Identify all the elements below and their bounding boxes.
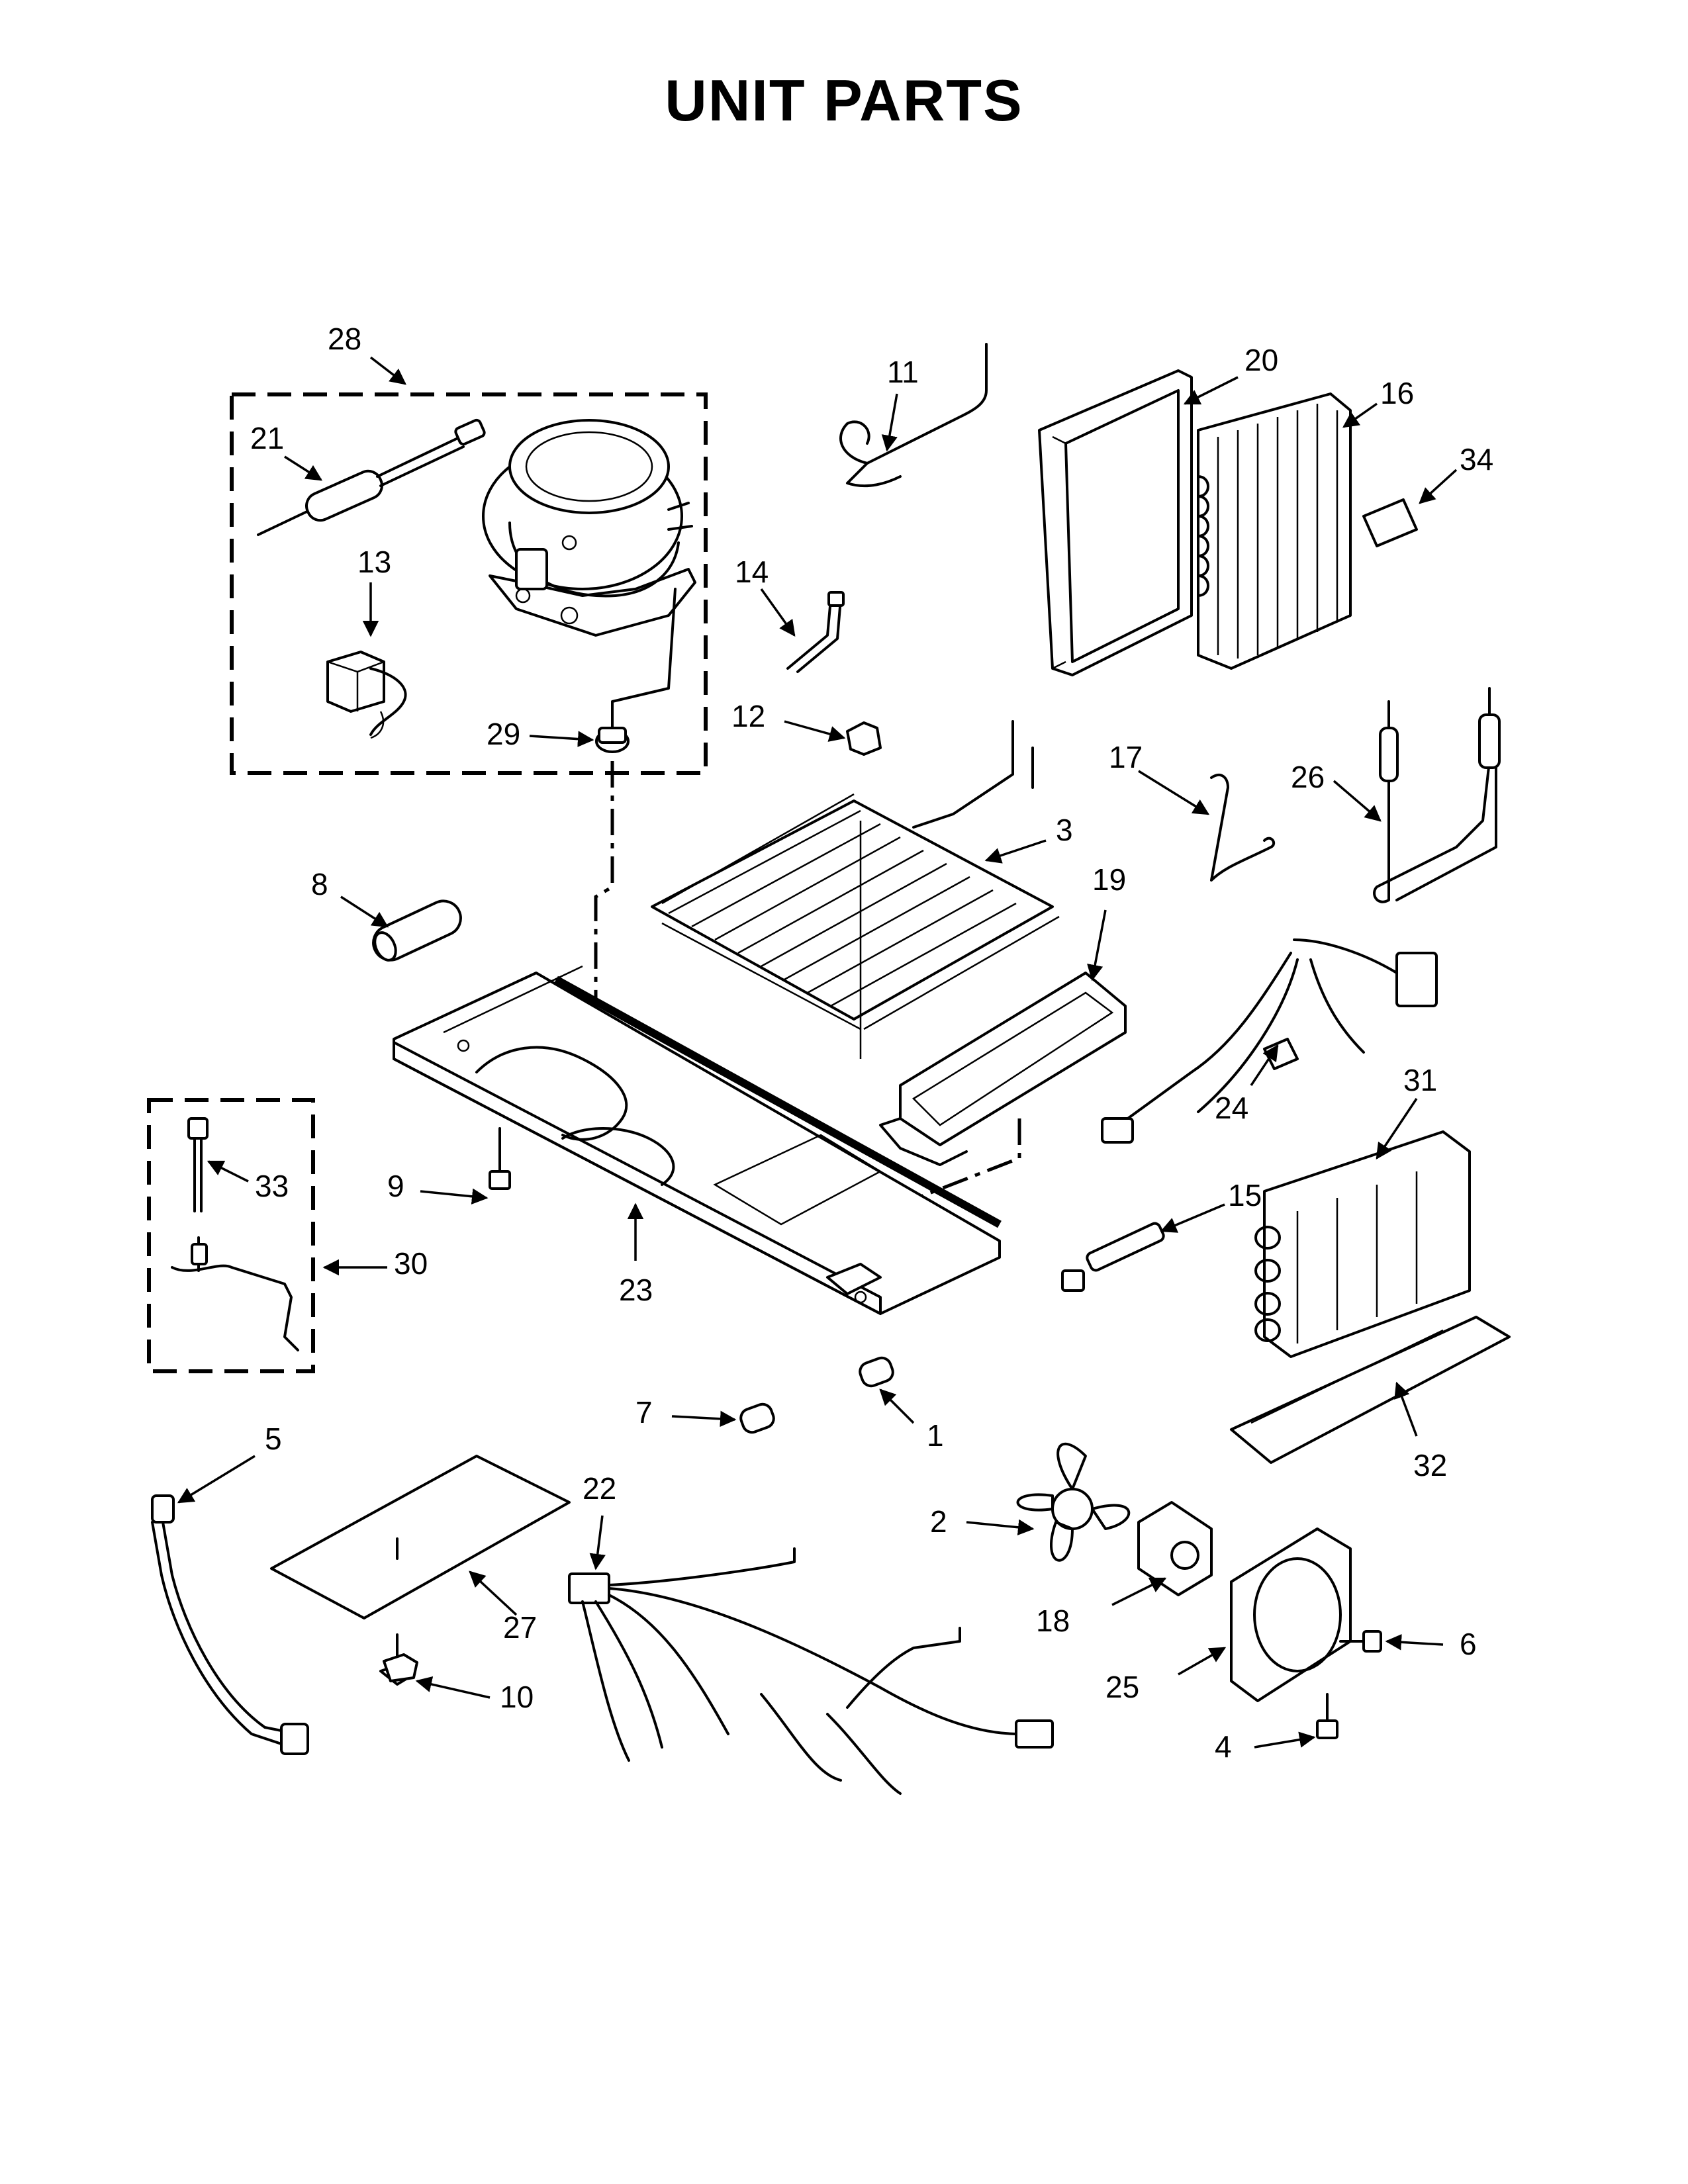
callout-18: 18 (1036, 1604, 1070, 1638)
part-24-power-harness (1101, 938, 1438, 1144)
part-5-fill-tube (151, 1494, 309, 1755)
part-3-evaporator-coil (651, 793, 1060, 1059)
callout-8: 8 (311, 867, 328, 901)
part-25-fan-shroud (1230, 1527, 1352, 1702)
callout-27: 27 (503, 1610, 537, 1645)
callout-13: 13 (357, 545, 391, 579)
callout-15: 15 (1228, 1178, 1262, 1212)
callout-34: 34 (1460, 442, 1493, 477)
part-1-grommet (859, 1356, 894, 1388)
callout-24: 24 (1215, 1091, 1248, 1125)
callout-19: 19 (1092, 862, 1126, 897)
callout-30: 30 (394, 1246, 428, 1281)
page-title: UNIT PARTS (665, 68, 1023, 133)
callout-2: 2 (930, 1504, 947, 1539)
part-17-clip (1210, 774, 1276, 882)
callout-25: 25 (1105, 1670, 1139, 1704)
callout-1: 1 (927, 1418, 944, 1453)
callout-26: 26 (1291, 760, 1325, 794)
part-30-thermistor-group (147, 1098, 315, 1373)
part-11-tube (839, 343, 988, 488)
callout-12: 12 (731, 699, 765, 733)
callout-28: 28 (328, 322, 361, 356)
part-2-fan-blade (1016, 1442, 1131, 1562)
callout-17: 17 (1109, 740, 1143, 774)
part-7-grommet (739, 1402, 775, 1434)
callout-32: 32 (1413, 1448, 1447, 1482)
compressor (482, 419, 696, 637)
callout-3: 3 (1056, 813, 1073, 847)
part-13-relay (326, 651, 407, 739)
callout-21: 21 (250, 421, 284, 455)
part-27-pad (270, 1455, 571, 1686)
part-15-tie-strap (1061, 1222, 1165, 1292)
part-34-label (1362, 498, 1418, 547)
leader-arrows (177, 356, 1458, 1749)
callout-11: 11 (887, 355, 919, 389)
callout-4: 4 (1215, 1729, 1232, 1764)
callout-16: 16 (1380, 376, 1414, 410)
callout-31: 31 (1403, 1063, 1437, 1097)
callout-6: 6 (1460, 1627, 1477, 1661)
part-10-clip (383, 1653, 418, 1682)
part-8-tube-insulation (372, 899, 462, 962)
part-19-drain-trough (879, 972, 1127, 1166)
callout-10: 10 (500, 1680, 534, 1714)
part-21-drier (257, 418, 486, 536)
part-16-evaporator (1197, 392, 1352, 670)
callout-5: 5 (265, 1422, 282, 1456)
callout-labels: 28 21 13 29 11 20 16 34 14 12 17 26 3 19… (250, 322, 1493, 1764)
part-22-wire-harness (568, 1547, 1054, 1795)
part-26-drier-tubing (1373, 687, 1501, 903)
compressor-kit-group (230, 392, 708, 775)
callout-23: 23 (619, 1273, 653, 1307)
part-14-tube-elbow (786, 591, 845, 673)
part-23-base-plate (393, 965, 1002, 1315)
part-18-fan-motor (1137, 1501, 1213, 1596)
callout-9: 9 (387, 1169, 404, 1203)
part-20-evaporator-cover (1038, 369, 1193, 676)
part-31-condenser (1254, 1130, 1471, 1358)
part-6-screw (1339, 1630, 1382, 1653)
callout-20: 20 (1244, 343, 1278, 377)
callout-7: 7 (635, 1395, 653, 1430)
callout-29: 29 (487, 717, 520, 751)
part-9-screw (489, 1127, 511, 1190)
part-29-terminal-cover (595, 588, 677, 753)
callout-33: 33 (255, 1169, 289, 1203)
callout-22: 22 (583, 1471, 616, 1506)
part-4-screw (1316, 1693, 1338, 1739)
callout-14: 14 (735, 555, 769, 589)
part-32-shield (1230, 1316, 1511, 1464)
part-12-clip (846, 720, 1034, 829)
